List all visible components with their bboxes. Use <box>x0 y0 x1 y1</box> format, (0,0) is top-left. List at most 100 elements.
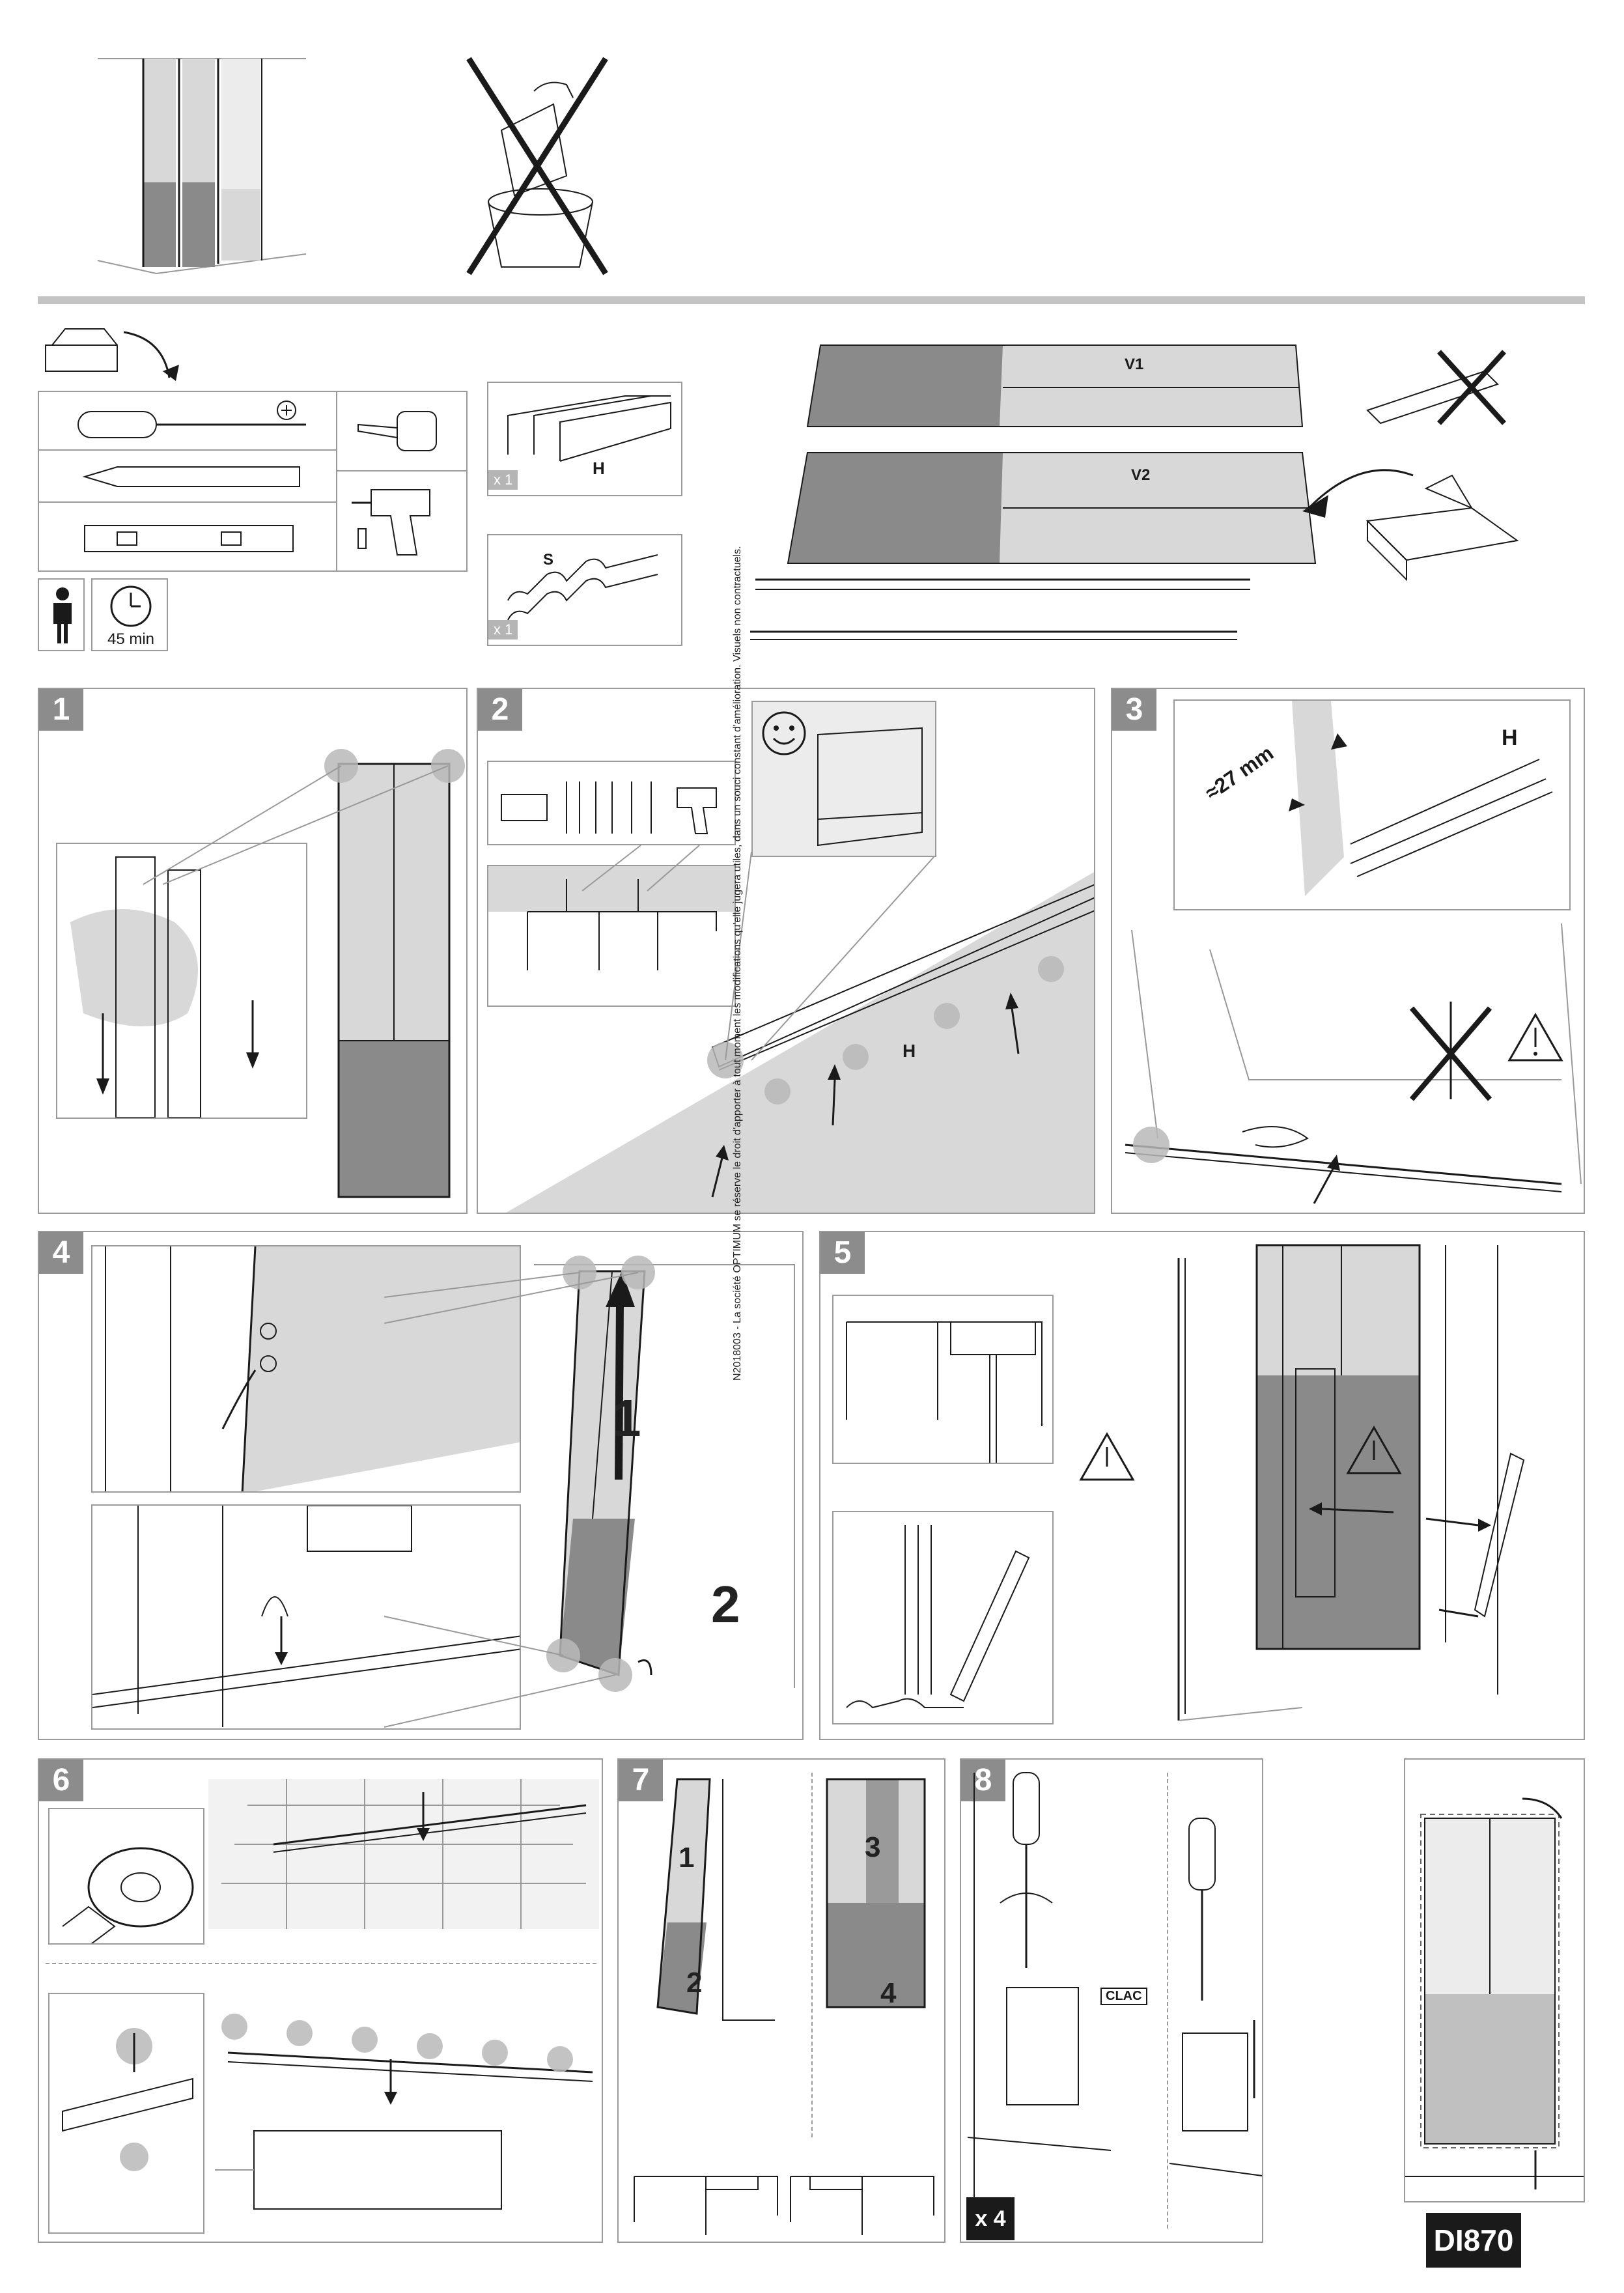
rail-profile-drawing <box>817 727 923 847</box>
screw-fixing-drawing <box>62 2028 193 2171</box>
step-4-order-2: 2 <box>711 1575 740 1633</box>
adjust-screw-left <box>967 1772 1112 2229</box>
profile-drawing <box>70 856 259 1118</box>
persons-icon-box <box>38 578 85 651</box>
step-7-dashed-divider <box>811 1773 813 2137</box>
step-7-track-sections <box>634 2176 934 2235</box>
step-7-a-2: 2 <box>686 1967 703 1999</box>
door-v2-label: V2 <box>1131 466 1151 484</box>
pencil-icon <box>82 466 300 487</box>
top-rail-qty: x 1 <box>488 470 518 490</box>
step-8-badge: 8 <box>961 1760 1005 1801</box>
step-6-screw-detail <box>48 1993 204 2234</box>
clac-label: CLAC <box>1100 1988 1147 2005</box>
dont-discard-icon <box>466 57 608 275</box>
step-4-panel: 4 <box>38 1231 804 1740</box>
floor-rail-screws <box>215 2014 593 2210</box>
step-2-fixings <box>487 761 736 845</box>
level-check-drawing <box>1255 1244 1525 1695</box>
step-6-dashed-divider <box>46 1963 596 1964</box>
pencil-mark-drawing <box>846 1525 1030 1709</box>
step-5-bottom-detail <box>832 1511 1054 1724</box>
floor-rail-drawing <box>1125 923 1582 1204</box>
spirit-level-icon <box>84 525 294 552</box>
drill-icon <box>352 489 430 556</box>
step-2-leader-lines <box>581 845 934 1061</box>
door-install-drawing <box>384 1256 795 1728</box>
rail-wheel-section <box>846 1321 1043 1463</box>
ceiling-rail-drawing <box>506 872 1094 1213</box>
adhesive-tape-icon <box>62 1847 194 1943</box>
step-6-panel: 6 <box>38 1758 603 2243</box>
step-8-dashed-divider <box>1167 1773 1168 2229</box>
no-screw-icon <box>1409 1002 1492 1101</box>
warning-icon <box>1507 1012 1563 1062</box>
duration-box: 45 min <box>91 578 168 651</box>
step-2-panel: 2 <box>477 688 1095 1214</box>
door-preview <box>143 749 465 1198</box>
tape-measure-icon <box>357 411 437 451</box>
clock-icon <box>110 585 152 627</box>
step-5-badge: 5 <box>820 1232 865 1274</box>
wardrobe-door-illustration <box>97 58 307 275</box>
step-4-top-detail <box>91 1245 521 1493</box>
top-rail-box: H x 1 <box>487 382 682 496</box>
step-4-order-1: 1 <box>612 1389 641 1447</box>
header-divider <box>38 296 1585 304</box>
top-rail-label: H <box>593 458 605 478</box>
step-2-section <box>487 865 736 1007</box>
door-panels-stack <box>750 345 1317 640</box>
smiley-icon <box>762 711 806 755</box>
step-5-top-detail <box>832 1295 1054 1464</box>
rail-section-drawing <box>488 866 735 970</box>
step-4-bottom-detail <box>91 1504 521 1730</box>
door-edge-drawing <box>1079 1258 1303 1721</box>
second-door-install <box>826 1778 926 2008</box>
clearance-drawing <box>1289 701 1553 896</box>
step-7-panel: 7 1 2 3 4 <box>617 1758 945 2243</box>
first-door-install <box>656 1778 775 2021</box>
step-7-a-1: 1 <box>679 1842 695 1874</box>
step-3-panel: 3 ≈27 mm H <box>1111 688 1585 1214</box>
step-7-b-4: 4 <box>880 1977 897 2009</box>
final-adjust-panel <box>1404 1758 1585 2202</box>
step-4-badge: 4 <box>39 1232 83 1274</box>
door-v1-label: V1 <box>1125 356 1144 373</box>
step-2-ok-detail <box>751 701 936 857</box>
step-8-quantity: x 4 <box>966 2197 1015 2240</box>
bottom-rail-label: S <box>543 551 554 569</box>
legal-note: N2018003 - La société OPTIMUM se réserve… <box>732 546 743 1381</box>
step-6-badge: 6 <box>39 1760 83 1801</box>
bottom-rail-box: S x 1 <box>487 534 682 646</box>
bottom-rail-qty: x 1 <box>488 620 518 640</box>
step-6-tape-detail <box>48 1808 204 1945</box>
step-5-panel: 5 <box>819 1231 1585 1740</box>
roller-insert-drawing <box>105 1246 520 1491</box>
step-1-badge: 1 <box>39 689 83 731</box>
step-3-badge: 3 <box>1112 689 1156 731</box>
person-icon <box>53 587 72 643</box>
bottom-rail-drawing <box>507 554 658 621</box>
no-cutter-icon <box>1366 350 1506 425</box>
door-alignment-drawing <box>1405 1797 1584 2189</box>
model-code: DI870 <box>1426 2213 1521 2268</box>
adjust-screw-right <box>1169 1818 1262 2176</box>
step-7-b-3: 3 <box>865 1831 881 1863</box>
step-3-rail-label: H <box>1502 725 1518 750</box>
step-2-rail-label: H <box>903 1041 916 1061</box>
screwdriver-icon <box>77 401 306 438</box>
floor-tile-drawing <box>208 1779 599 1929</box>
step-8-panel: 8 CLAC <box>960 1758 1263 2243</box>
step-1-panel: 1 <box>38 688 468 1214</box>
screws-plugs-drill-icon <box>501 781 717 834</box>
guide-drawing <box>92 1506 520 1727</box>
tools-panel <box>38 391 468 572</box>
step-1-detail <box>56 843 307 1119</box>
step-2-badge: 2 <box>478 689 522 731</box>
open-box-icon <box>1302 469 1519 582</box>
step-7-badge: 7 <box>619 1760 663 1801</box>
toolbox-icon <box>45 328 179 381</box>
top-rail-drawing <box>507 395 671 462</box>
duration-label: 45 min <box>107 630 155 648</box>
step-3-detail: ≈27 mm H <box>1173 699 1571 910</box>
